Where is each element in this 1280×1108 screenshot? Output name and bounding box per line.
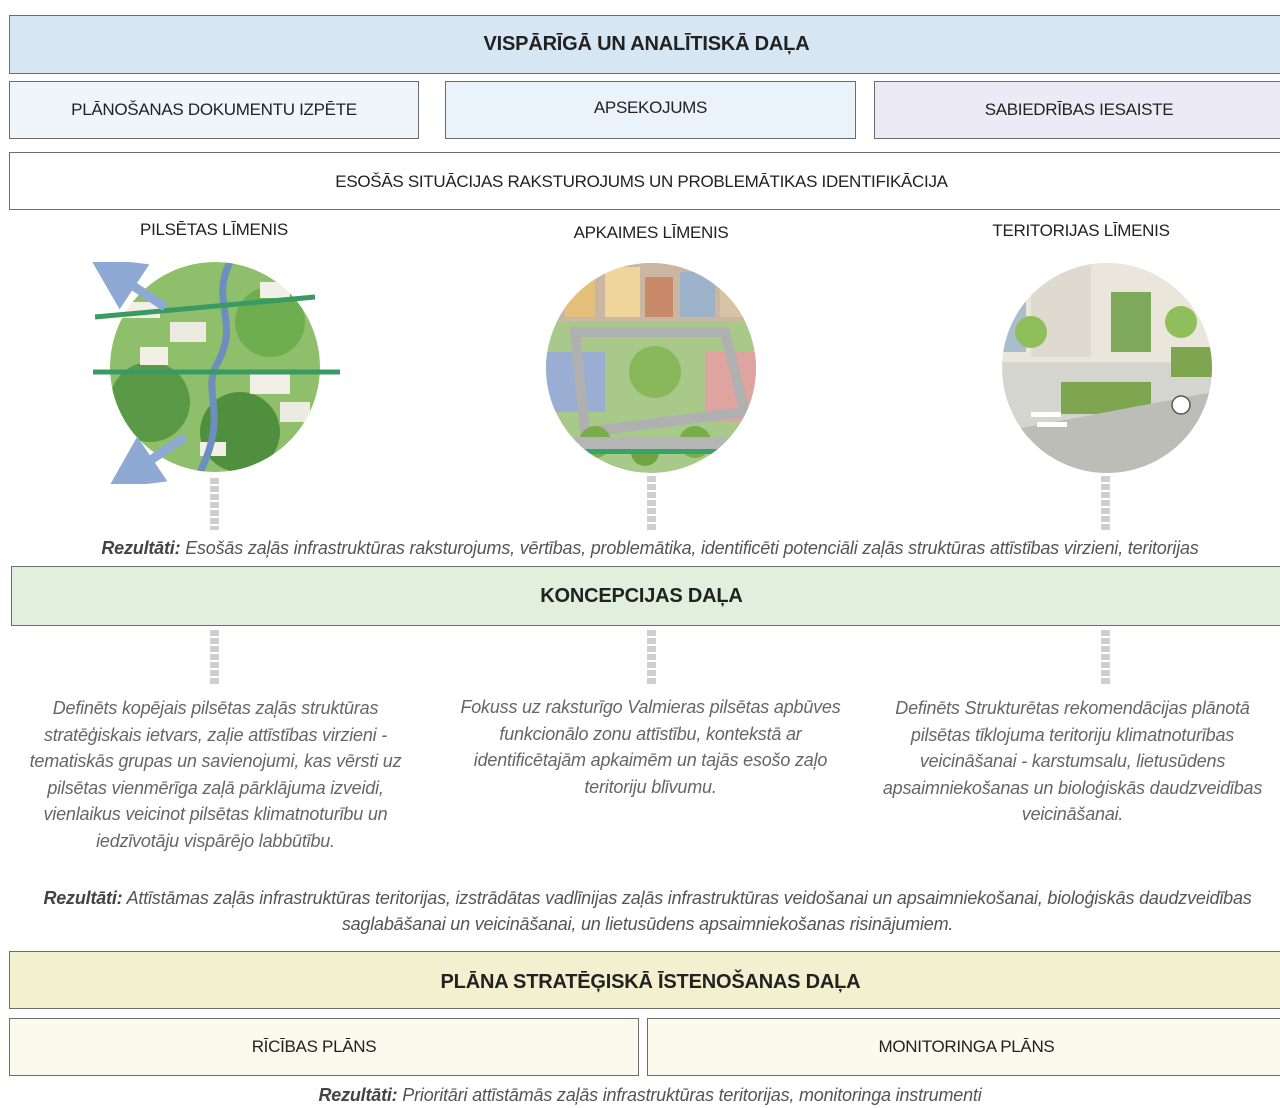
level-city: PILSĒTAS LĪMENIS [140, 220, 288, 239]
concept-results: Rezultāti: Attīstāmas zaļās infrastruktū… [15, 885, 1280, 937]
connector-concept-territory [1101, 630, 1110, 686]
connector-concept-city [210, 630, 219, 686]
step-label: APSEKOJUMS [593, 98, 708, 117]
analytical-section-header: VISPĀRĪGĀ UN ANALĪTISKĀ DAĻA [9, 15, 1280, 74]
step-public-involvement: SABIEDRĪBAS IESAISTE [874, 81, 1280, 139]
plan-action: RĪCĪBAS PLĀNS [9, 1018, 639, 1076]
results-label: Rezultāti: [101, 538, 181, 558]
concept-section-title: KONCEPCIJAS DAĻA [540, 584, 743, 607]
concept-section-header: KONCEPCIJAS DAĻA [11, 566, 1280, 626]
plan-label: RĪCĪBAS PLĀNS [251, 1037, 377, 1056]
step-document-study: PLĀNOŠANAS DOKUMENTU IZPĒTE [9, 81, 419, 139]
strategic-section-header: PLĀNA STRATĒĢISKĀ ĪSTENOŠANAS DAĻA [9, 951, 1280, 1009]
city-greenery-illustration [90, 262, 340, 484]
strategic-results: Rezultāti: Prioritāri attīstāmās zaļās i… [40, 1082, 1260, 1108]
results-text: Prioritāri attīstāmās zaļās infrastruktū… [402, 1085, 982, 1105]
strategic-section-title: PLĀNA STRATĒĢISKĀ ĪSTENOŠANAS DAĻA [440, 970, 861, 993]
step-label: SABIEDRĪBAS IESAISTE [984, 100, 1174, 119]
analytical-section-title: VISPĀRĪGĀ UN ANALĪTISKĀ DAĻA [483, 33, 810, 55]
situation-label: ESOŠĀS SITUĀCIJAS RAKSTUROJUMS UN PROBLE… [335, 172, 948, 191]
concept-description-city: Definēts kopējais pilsētas zaļās struktū… [29, 698, 402, 851]
connector-city [210, 478, 219, 530]
level-territory: TERITORIJAS LĪMENIS [992, 221, 1170, 240]
step-survey: APSEKOJUMS [445, 81, 856, 139]
results-label: Rezultāti: [43, 888, 123, 908]
neighbourhood-illustration [546, 263, 756, 473]
concept-description-neighbourhood: Fokuss uz raksturīgo Valmieras pilsētas … [460, 697, 841, 797]
connector-territory [1101, 476, 1110, 530]
step-label: PLĀNOŠANAS DOKUMENTU IZPĒTE [71, 100, 357, 119]
territory-street-illustration [1002, 263, 1212, 473]
results-text: Esošās zaļās infrastruktūras raksturojum… [185, 538, 1199, 558]
results-label: Rezultāti: [318, 1085, 398, 1105]
level-neighbourhood: APKAIMES LĪMENIS [573, 223, 729, 242]
connector-neighbourhood [647, 476, 656, 530]
analytical-results: Rezultāti: Esošās zaļās infrastruktūras … [40, 535, 1260, 561]
results-text: Attīstāmas zaļās infrastruktūras teritor… [126, 888, 1252, 934]
concept-description-territory: Definēts Strukturētas rekomendācijas plā… [882, 698, 1263, 824]
situation-box: ESOŠĀS SITUĀCIJAS RAKSTUROJUMS UN PROBLE… [9, 152, 1280, 210]
plan-label: MONITORINGA PLĀNS [878, 1037, 1055, 1056]
connector-concept-neighbourhood [647, 630, 656, 686]
plan-monitoring: MONITORINGA PLĀNS [647, 1018, 1280, 1076]
